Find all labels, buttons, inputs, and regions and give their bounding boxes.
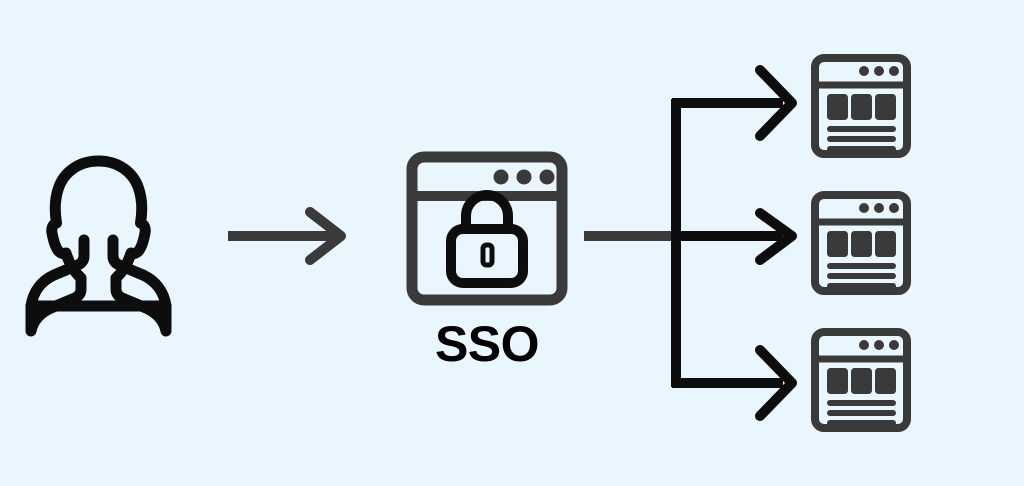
- sso-label: SSO: [434, 316, 540, 372]
- content-line: [827, 420, 896, 426]
- content-block: [875, 94, 896, 120]
- arrow-user-to-sso: [228, 207, 346, 265]
- app-window-2[interactable]: [811, 191, 911, 295]
- window-dot: [889, 66, 899, 76]
- content-block: [875, 231, 896, 257]
- content-line: [827, 283, 896, 289]
- app-titlebar-dots: [859, 66, 899, 76]
- content-line: [827, 400, 896, 406]
- window-dot: [493, 169, 509, 185]
- connector-sso-to-app-2: [676, 208, 797, 265]
- sso-browser-window[interactable]: [406, 151, 568, 306]
- window-dot: [874, 66, 884, 76]
- content-block: [851, 368, 872, 394]
- content-block: [851, 94, 872, 120]
- app-window-1[interactable]: [811, 54, 911, 158]
- content-block: [827, 231, 848, 257]
- content-block: [875, 368, 896, 394]
- content-block: [827, 368, 848, 394]
- keyhole-icon: [480, 242, 495, 268]
- connector-sso-to-app-1: [672, 65, 797, 141]
- content-line: [827, 136, 896, 142]
- app-content-blocks: [827, 231, 896, 257]
- window-dot: [539, 169, 555, 185]
- window-dot: [889, 340, 899, 350]
- content-line: [827, 126, 896, 132]
- app-content-blocks: [827, 94, 896, 120]
- app-titlebar-dots: [859, 340, 899, 350]
- sso-titlebar-dots: [493, 169, 555, 185]
- content-block: [851, 231, 872, 257]
- content-line: [827, 263, 896, 269]
- branching-connectors: [584, 65, 797, 421]
- app-content-lines: [827, 263, 896, 289]
- lock-icon: [446, 190, 528, 288]
- content-line: [827, 273, 896, 279]
- window-dot: [889, 203, 899, 213]
- app-content-lines: [827, 400, 896, 426]
- window-dot: [874, 340, 884, 350]
- window-dot: [859, 66, 869, 76]
- app-titlebar-dots: [859, 203, 899, 213]
- connector-sso-to-app-3: [672, 345, 797, 421]
- user-avatar-icon: [25, 155, 172, 337]
- window-dot: [859, 340, 869, 350]
- content-line: [827, 146, 896, 152]
- window-dot: [859, 203, 869, 213]
- content-line: [827, 410, 896, 416]
- app-content-blocks: [827, 368, 896, 394]
- app-content-lines: [827, 126, 896, 152]
- app-window-3[interactable]: [811, 328, 911, 432]
- content-block: [827, 94, 848, 120]
- window-dot: [516, 169, 532, 185]
- window-dot: [874, 203, 884, 213]
